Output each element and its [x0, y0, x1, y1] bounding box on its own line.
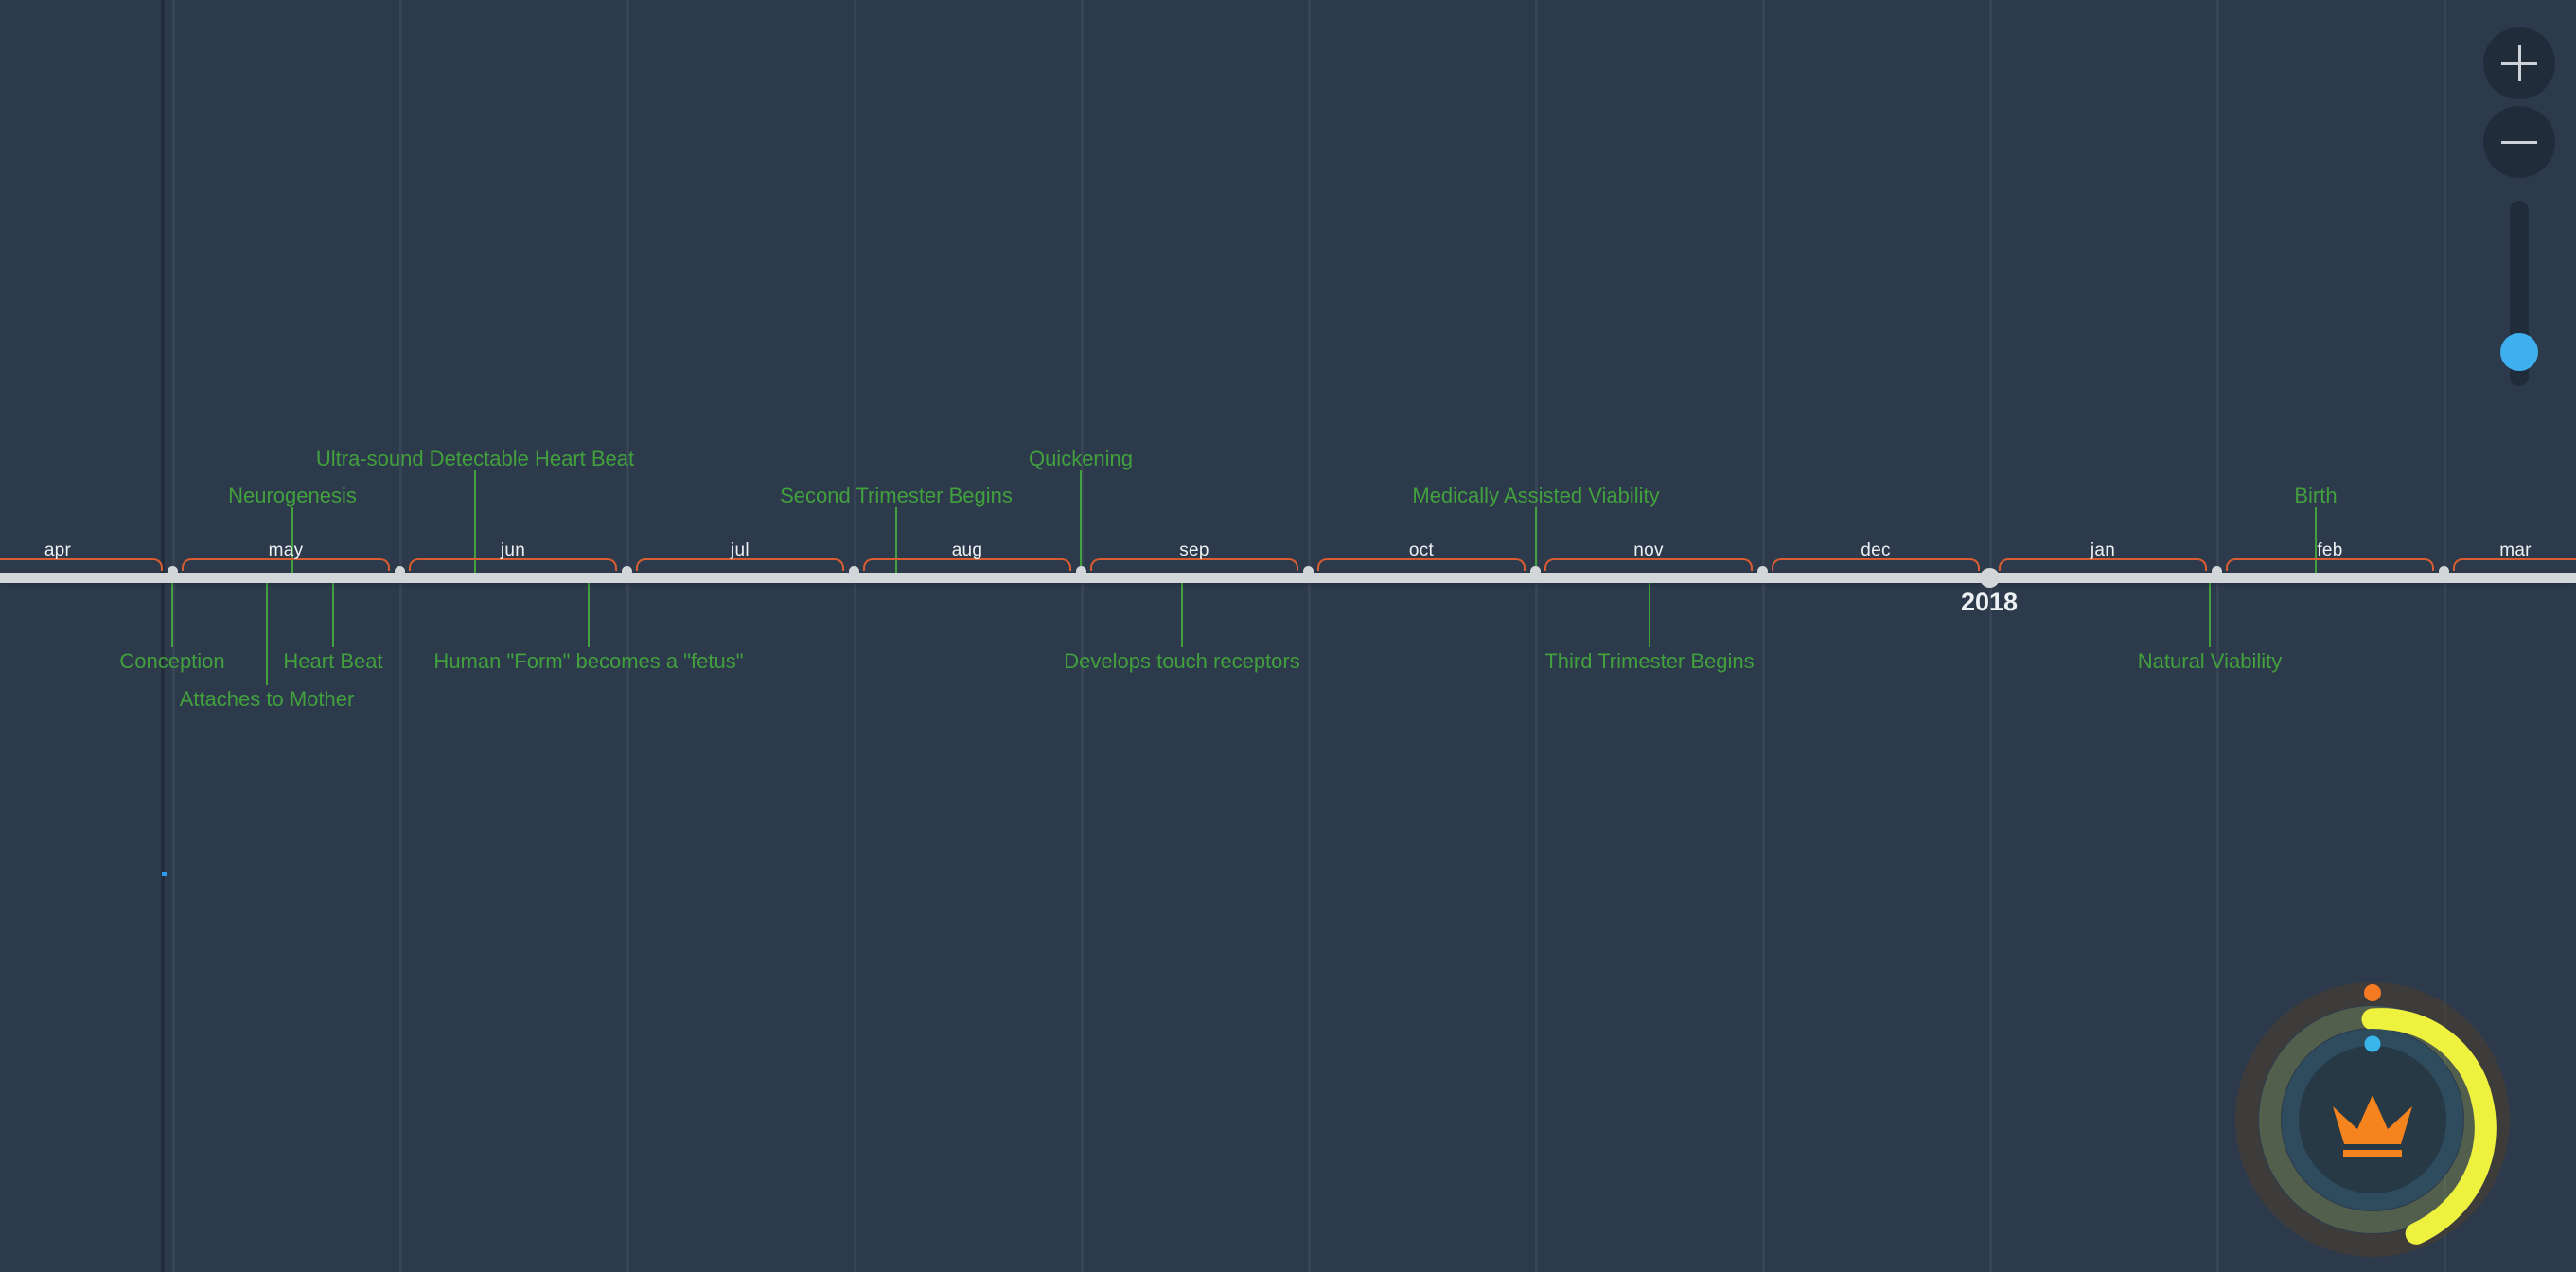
event-label[interactable]: Attaches to Mother — [179, 687, 355, 711]
month-bracket — [1317, 558, 1526, 571]
zoom-in-button[interactable] — [2483, 27, 2555, 99]
year-label: 2018 — [1960, 588, 2019, 616]
month-gridline — [1989, 0, 1992, 1272]
marker-dot — [162, 872, 167, 876]
month-boundary-marker — [394, 566, 405, 576]
event-label[interactable]: Natural Viability — [2137, 649, 2283, 673]
month-boundary-marker — [1529, 566, 1541, 576]
month-gridline — [2216, 0, 2219, 1272]
event-label[interactable]: Develops touch receptors — [1064, 649, 1300, 673]
month-gridline — [1535, 0, 1538, 1272]
month-boundary-marker — [1756, 566, 1768, 576]
month-label: apr — [44, 540, 72, 560]
month-gridline — [2444, 0, 2446, 1272]
month-bracket — [1544, 558, 1753, 571]
event-line — [2208, 583, 2212, 647]
month-label: may — [268, 540, 304, 560]
logo-orange-dot — [2364, 984, 2381, 1001]
event-line — [1079, 470, 1083, 575]
event-label[interactable]: Birth — [2294, 484, 2338, 507]
minus-icon — [2501, 140, 2537, 144]
event-line — [473, 470, 477, 575]
event-line — [1534, 507, 1538, 575]
crown-icon — [2333, 1095, 2412, 1157]
logo-progress-arc — [2361, 1008, 2497, 1245]
crown-logo — [2235, 982, 2510, 1257]
event-line — [2314, 507, 2318, 575]
event-label[interactable]: Conception — [119, 649, 225, 673]
year-marker-dot — [1979, 568, 2000, 588]
month-gridline — [1081, 0, 1084, 1272]
month-boundary-marker — [1075, 566, 1086, 576]
month-bracket — [863, 558, 1071, 571]
month-gridline — [172, 0, 175, 1272]
month-label: nov — [1633, 540, 1664, 560]
event-line — [587, 583, 591, 647]
event-label[interactable]: Human "Form" becomes a "fetus" — [433, 649, 744, 673]
zoom-slider-knob[interactable] — [2500, 333, 2538, 371]
month-boundary-marker — [848, 566, 859, 576]
month-boundary-marker — [2211, 566, 2222, 576]
month-label: sep — [1179, 540, 1209, 560]
logo-blue-dot — [2364, 1035, 2381, 1052]
month-bracket — [636, 558, 844, 571]
event-label[interactable]: Third Trimester Begins — [1544, 649, 1755, 673]
event-line — [1180, 583, 1184, 647]
month-label: jun — [500, 540, 526, 560]
plus-icon — [2517, 45, 2521, 81]
month-boundary-marker — [167, 566, 178, 576]
month-bracket — [1090, 558, 1298, 571]
month-label: aug — [951, 540, 983, 560]
month-boundary-marker — [1302, 566, 1314, 576]
month-bracket — [2226, 558, 2434, 571]
month-gridline — [854, 0, 856, 1272]
month-label: dec — [1861, 540, 1891, 560]
event-line — [894, 507, 898, 575]
event-label[interactable]: Ultra-sound Detectable Heart Beat — [315, 447, 635, 470]
event-label[interactable]: Second Trimester Begins — [780, 484, 1013, 507]
month-bracket — [2453, 558, 2576, 571]
event-label[interactable]: Neurogenesis — [228, 484, 357, 507]
event-label[interactable]: Medically Assisted Viability — [1412, 484, 1660, 507]
month-bracket — [0, 558, 163, 571]
cursor-line — [161, 0, 165, 1272]
zoom-out-button[interactable] — [2483, 106, 2555, 178]
event-line — [265, 583, 269, 685]
month-label: oct — [1408, 540, 1435, 560]
month-label: feb — [2317, 540, 2343, 560]
month-label: mar — [2499, 540, 2532, 560]
timeline-bar[interactable] — [0, 573, 2576, 583]
month-gridline — [399, 0, 402, 1272]
event-line — [170, 583, 174, 647]
month-boundary-marker — [2438, 566, 2449, 576]
month-boundary-marker — [621, 566, 632, 576]
event-line — [331, 583, 335, 647]
event-label[interactable]: Quickening — [1028, 447, 1134, 470]
month-gridline — [1762, 0, 1765, 1272]
month-bracket — [182, 558, 390, 571]
month-bracket — [409, 558, 617, 571]
month-gridline — [1308, 0, 1311, 1272]
month-gridline — [626, 0, 629, 1272]
event-line — [291, 507, 294, 575]
month-bracket — [1999, 558, 2207, 571]
month-bracket — [1772, 558, 1980, 571]
event-label[interactable]: Heart Beat — [283, 649, 383, 673]
month-label: jul — [731, 540, 750, 560]
month-label: jan — [2090, 540, 2116, 560]
event-line — [1648, 583, 1651, 647]
